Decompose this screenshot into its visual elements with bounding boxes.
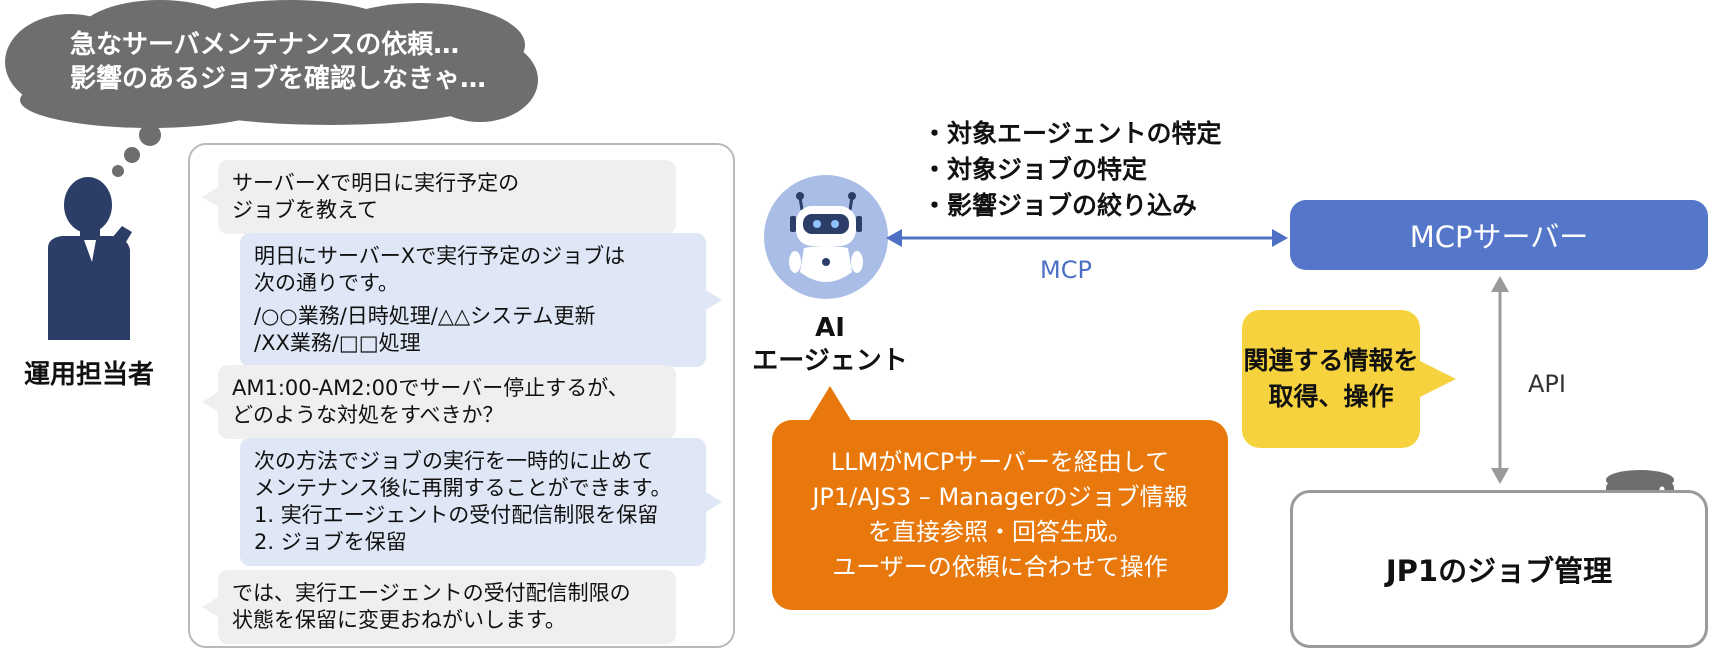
mcp-arrow-label: MCP <box>1040 256 1092 284</box>
ai-agent-label-line-1: AI <box>815 313 845 343</box>
info-callout: 関連する情報を 取得、操作 <box>1242 310 1456 448</box>
thought-line-2: 影響のあるジョブを確認しなきゃ… <box>70 64 487 94</box>
message-line: 明日にサーバーXで実行予定のジョブは <box>254 244 626 268</box>
person-label: 運用担当者 <box>23 360 154 390</box>
message-line: 2. ジョブを保留 <box>254 530 407 554</box>
thought-cloud <box>5 0 538 177</box>
task-item: ・対象ジョブの特定 <box>922 155 1148 184</box>
mcp-arrow <box>886 229 1288 247</box>
task-item: ・影響ジョブの絞り込み <box>922 191 1198 220</box>
thought-line-1: 急なサーバメンテナンスの依頼… <box>70 30 460 60</box>
thought-text: 急なサーバメンテナンスの依頼… 影響のあるジョブを確認しなきゃ… <box>70 28 490 96</box>
ai-message-1: 明日にサーバーXで実行予定のジョブは 次の通りです。 /○○業務/日時処理/△△… <box>240 233 722 367</box>
llm-line: JP1/AJS3 – Managerのジョブ情報 <box>812 483 1188 511</box>
message-line: AM1:00-AM2:00でサーバー停止するが、 <box>232 376 629 400</box>
message-line: ジョブを教えて <box>232 198 378 222</box>
agent-task-list: ・対象エージェントの特定 ・対象ジョブの特定 ・影響ジョブの絞り込み <box>922 116 1222 224</box>
user-message-3: では、実行エージェントの受付配信制限の 状態を保留に変更おねがいします。 <box>202 570 676 644</box>
message-line: 1. 実行エージェントの受付配信制限を保留 <box>254 503 659 527</box>
message-line: では、実行エージェントの受付配信制限の <box>232 581 631 605</box>
ai-agent-label-line-2: エージェント <box>752 346 908 376</box>
api-arrow <box>1491 276 1509 484</box>
message-line: サーバーXで明日に実行予定の <box>232 171 520 195</box>
mcp-server-box: MCPサーバー <box>1290 200 1708 270</box>
message-line: メンテナンス後に再開することができます。 <box>254 476 672 500</box>
ai-agent-label: AI エージェント <box>740 312 920 378</box>
info-callout-line-1: 関連する情報を <box>1243 346 1419 375</box>
robot-icon <box>764 175 888 299</box>
ai-message-2: 次の方法でジョブの実行を一時的に止めて メンテナンス後に再開することができます。… <box>240 438 722 566</box>
message-line: どのような対処をすべきか？ <box>232 403 504 427</box>
api-arrow-label: API <box>1528 370 1566 398</box>
llm-line: ユーザーの依頼に合わせて操作 <box>832 553 1168 581</box>
message-line: 次の通りです。 <box>254 271 399 295</box>
task-item: ・対象エージェントの特定 <box>922 119 1222 148</box>
llm-line: を直接参照・回答生成。 <box>868 518 1132 546</box>
user-message-1: サーバーXで明日に実行予定の ジョブを教えて <box>202 160 676 234</box>
llm-line: LLMがMCPサーバーを経由して <box>830 448 1170 476</box>
user-message-2: AM1:00-AM2:00でサーバー停止するが、 どのような対処をすべきか？ <box>202 365 676 439</box>
message-line: 状態を保留に変更おねがいします。 <box>232 608 566 632</box>
message-line: 次の方法でジョブの実行を一時的に止めて <box>254 449 653 473</box>
message-line: /XX業務/□□処理 <box>254 331 421 355</box>
thinking-person-icon <box>48 177 132 340</box>
info-callout-line-2: 取得、操作 <box>1268 382 1394 411</box>
llm-explanation-callout: LLMがMCPサーバーを経由して JP1/AJS3 – Managerのジョブ情… <box>772 386 1228 610</box>
message-line: /○○業務/日時処理/△△システム更新 <box>254 304 596 328</box>
jp1-job-management-box: JP1のジョブ管理 <box>1290 490 1708 648</box>
